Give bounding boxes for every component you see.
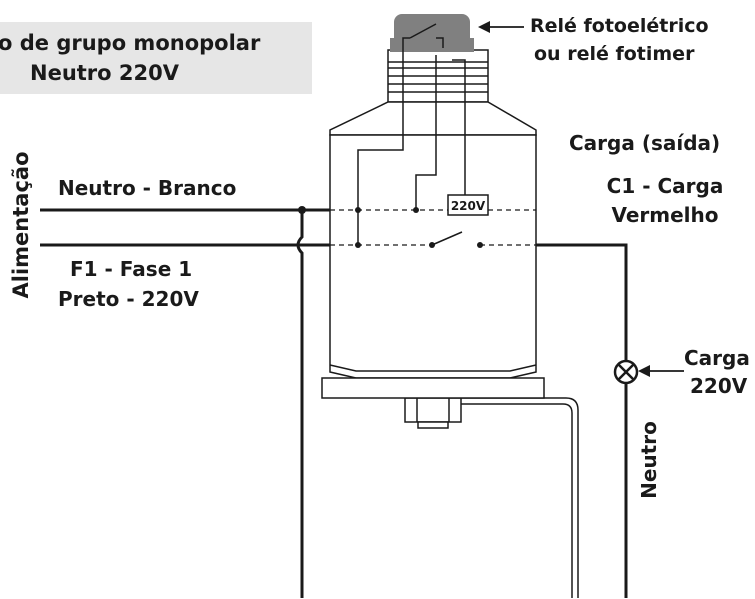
phase-input-line-1: F1 - Fase 1 (70, 257, 192, 281)
neutral-input-label: Neutro - Branco (58, 176, 236, 200)
neutral-return-label: Neutro (637, 421, 661, 499)
nut-top (417, 421, 449, 429)
relay-label-line-2: ou relé fotimer (534, 43, 695, 65)
relay-label-line-1: Relé fotoelétrico (530, 15, 709, 37)
internal-wiring (357, 23, 489, 246)
arrows (478, 21, 684, 377)
relay-base-flange (321, 377, 545, 399)
supply-label: Alimentação (9, 152, 33, 299)
sensor-cap (390, 14, 474, 52)
base-nut (404, 397, 462, 429)
coil-voltage-label: 220V (451, 199, 486, 213)
title-line-2: Neutro 220V (30, 61, 180, 85)
wire-center (415, 55, 437, 210)
load-arrow-head (638, 365, 650, 377)
terminal-dots (355, 207, 483, 248)
load-label-line-1: Carga (684, 346, 750, 370)
neutral-drop-wire (296, 210, 304, 598)
title-box-background (0, 22, 312, 94)
cap-switch-wire (402, 23, 444, 48)
cap-bottom (390, 38, 474, 52)
lamp-icon (613, 359, 639, 385)
output-heading: Carga (saída) (569, 131, 720, 155)
dot-neutral-center (413, 207, 419, 213)
wire-right (452, 59, 466, 195)
relay-body (329, 134, 537, 379)
relay-housing (321, 49, 545, 399)
load-output-wire (536, 243, 628, 360)
output-wire-line-2: Vermelho (611, 203, 718, 227)
phase-input-line-2: Preto - 220V (58, 287, 199, 311)
external-wiring (40, 208, 628, 598)
dot-phase-switch (429, 242, 435, 248)
internal-dashed-links (330, 209, 536, 246)
nut-body (404, 397, 462, 423)
bracket-plate (405, 397, 579, 598)
dot-neutral-left (355, 207, 361, 213)
output-wire-line-1: C1 - Carga (607, 174, 724, 198)
wire-left (357, 48, 404, 245)
title-line-1: o de grupo monopolar (0, 31, 261, 55)
dot-phase-right (477, 242, 483, 248)
mounting-bracket (405, 397, 579, 598)
relay-arrow-head (478, 21, 490, 33)
title-box: o de grupo monopolar Neutro 220V (0, 22, 312, 94)
coil-box (447, 194, 489, 216)
internal-switch-blade (431, 231, 463, 246)
lamp-cross-2 (617, 363, 635, 381)
load-label-line-2: 220V (690, 374, 748, 398)
junction-dot (298, 206, 306, 214)
relay-body-hem (329, 364, 537, 372)
relay-shoulder (329, 101, 537, 136)
dot-phase-left (355, 242, 361, 248)
